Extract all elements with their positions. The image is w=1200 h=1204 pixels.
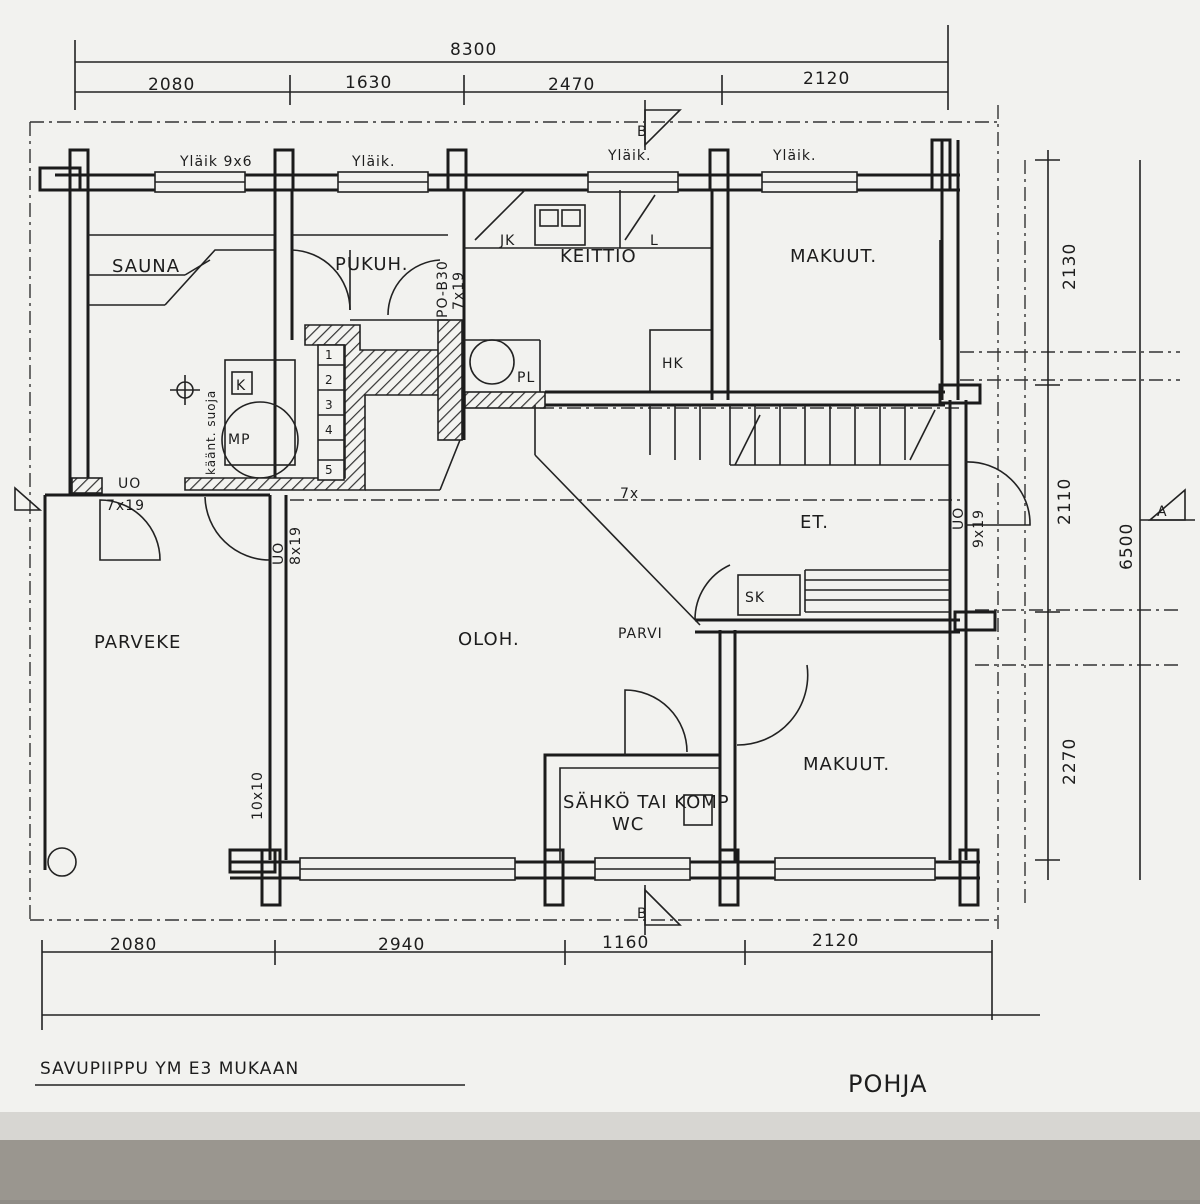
sk-closet: [694, 564, 960, 634]
label-mp: MP: [228, 432, 251, 448]
dim-right-total: 6500: [1117, 523, 1137, 570]
room-sauna: SAUNA: [112, 256, 180, 277]
label-door-9x19: 9x19: [971, 509, 987, 548]
dim-bottom-4: 2120: [812, 931, 859, 951]
dim-bottom-3: 1160: [602, 933, 649, 953]
section-b-bottom-label: B: [637, 906, 648, 922]
window-label-4: Yläik.: [772, 148, 816, 164]
stair-step-1: 1: [325, 348, 334, 362]
room-pukuh: PUKUH.: [335, 254, 408, 275]
label-pl: PL: [517, 370, 535, 386]
label-uo-right: UO: [951, 507, 967, 530]
label-door-7x19-left: 7x19: [106, 498, 145, 514]
room-et: ET.: [800, 512, 829, 533]
bottom-windows: [299, 680, 951, 881]
sauna-stove: [170, 359, 299, 479]
label-7x: 7x: [620, 486, 639, 502]
room-oloh: OLOH.: [458, 629, 520, 650]
sheet-protector-edge: [0, 1112, 1200, 1140]
dim-bottom-2: 2940: [378, 935, 425, 955]
dim-top-total: 8300: [450, 40, 497, 60]
dim-right-1: 2130: [1060, 243, 1080, 290]
label-l: L: [650, 233, 659, 249]
sauna-benches: [88, 190, 294, 490]
dim-top-2: 1630: [345, 73, 392, 93]
chimney-block: [71, 319, 546, 494]
label-parvi: PARVI: [618, 626, 663, 642]
stair-step-4: 4: [325, 423, 334, 437]
dim-bottom-1: 2080: [110, 935, 157, 955]
label-door-8x19: 8x19: [288, 526, 304, 565]
note-chimney: SAVUPIIPPU YM E3 MUKAAN: [40, 1059, 299, 1079]
dim-top-1: 2080: [148, 75, 195, 95]
log-posts: [38, 138, 997, 907]
label-kaant-suoja: käänt. suoja: [204, 390, 218, 475]
label-uo-mid: UO: [271, 542, 287, 565]
room-keittio: KEITTIO: [560, 246, 637, 267]
window-label-1: Yläik 9x6: [179, 154, 253, 170]
kitchen-fixtures: [462, 189, 945, 440]
entrance-door-swing: [964, 461, 1031, 526]
section-marker-b-bottom: [644, 885, 682, 935]
label-k: K: [236, 378, 246, 394]
section-marker-left: [14, 486, 43, 511]
top-windows: [154, 171, 858, 193]
section-a-label: A: [1157, 504, 1168, 520]
label-uo-left: UO: [118, 476, 141, 492]
window-label-2: Yläik.: [351, 154, 395, 170]
label-10x10: 10x10: [250, 771, 266, 820]
room-sahko: SÄHKÖ TAI KOMP: [563, 791, 730, 813]
label-jk: JK: [499, 233, 515, 249]
drawing-title: POHJA: [848, 1070, 927, 1098]
window-label-3: Yläik.: [607, 148, 651, 164]
section-marker-b-top: [644, 100, 682, 150]
room-makuut-bottom: MAKUUT.: [803, 754, 890, 775]
dim-right-3: 2270: [1060, 738, 1080, 785]
bottom-dimension-lines: [41, 940, 1040, 1030]
top-dimension-lines: [74, 25, 949, 110]
dim-right-2: 2110: [1055, 478, 1075, 525]
room-makuut-top: MAKUUT.: [790, 246, 877, 267]
pukuh-furniture: [291, 234, 448, 321]
balcony: [45, 493, 270, 877]
stair-step-5: 5: [325, 463, 334, 477]
dim-top-3: 2470: [548, 75, 595, 95]
room-wc: WC: [612, 814, 644, 835]
section-b-top-label: B: [637, 124, 648, 140]
staircase: [649, 405, 950, 613]
living-room-lines: [204, 405, 701, 860]
stair-step-3: 3: [325, 398, 334, 412]
stair-step-2: 2: [325, 373, 334, 387]
room-parveke: PARVEKE: [94, 632, 181, 653]
grid-lines: [29, 105, 1180, 930]
label-po-b30: PO-B30: [435, 260, 451, 318]
dim-top-4: 2120: [803, 69, 850, 89]
wc-room: [543, 630, 809, 862]
label-hk: HK: [662, 356, 684, 372]
section-marker-a: [1140, 488, 1195, 521]
label-sk: SK: [745, 590, 765, 606]
